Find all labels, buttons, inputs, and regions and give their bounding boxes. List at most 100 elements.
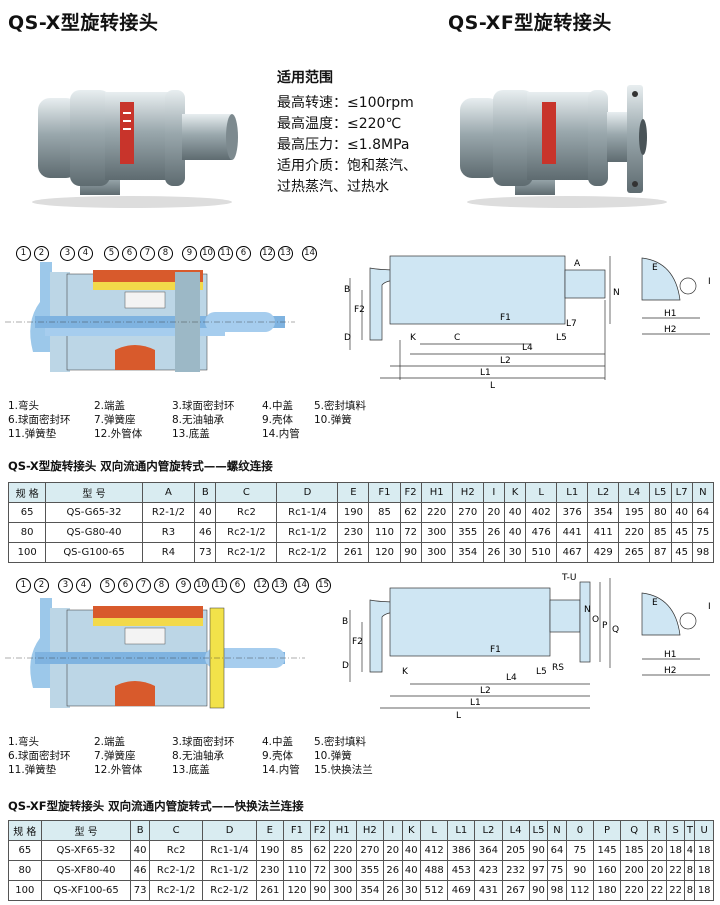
- dim-label: D: [344, 333, 351, 343]
- table-cell: 26: [382, 880, 403, 901]
- dim-label: C: [454, 333, 460, 343]
- legend-item: 11.弹簧垫: [8, 764, 57, 776]
- table-header-cell: L5: [528, 820, 549, 841]
- table-cell: R2-1/2: [141, 502, 196, 523]
- dim-label: L5: [556, 333, 567, 343]
- table-cell: 64: [547, 840, 567, 861]
- specs-heading: 适用范围: [277, 70, 333, 86]
- callout-number: 6: [118, 578, 133, 593]
- table-cell: 120: [368, 542, 401, 563]
- table-header-cell: L: [525, 482, 558, 503]
- callout-number: 1: [16, 246, 31, 261]
- table-header-cell: H2: [355, 820, 384, 841]
- table-cell: 220: [618, 522, 651, 543]
- table-cell: 87: [649, 542, 672, 563]
- table-cell: 354: [587, 502, 620, 523]
- callout-number: 4: [76, 578, 91, 593]
- table-cell: 18: [694, 860, 714, 881]
- dim-label: I: [708, 602, 711, 612]
- table-header-cell: K: [401, 820, 422, 841]
- cross-section-qs-xf: [5, 598, 305, 709]
- callout-number: 10: [200, 246, 215, 261]
- cross-section-qs-x: [5, 262, 295, 372]
- dim-label: O: [592, 615, 599, 625]
- table-header-cell: I: [482, 482, 505, 503]
- table-cell: 45: [670, 522, 693, 543]
- table-cell: 85: [368, 502, 401, 523]
- table-cell: Rc2-1/2: [148, 880, 204, 901]
- table-cell: 75: [691, 522, 715, 543]
- dim-label: L1: [480, 368, 491, 378]
- legend-item: 13.底盖: [172, 428, 210, 440]
- legend-item: 2.端盖: [94, 400, 126, 412]
- table-cell: 20: [482, 502, 505, 523]
- table-cell: 26: [482, 522, 505, 543]
- dim-label: H2: [664, 666, 677, 676]
- table-cell: 62: [310, 840, 330, 861]
- side-view-qs-x: E I H1 H2: [641, 257, 711, 335]
- legend-item: 1.弯头: [8, 400, 40, 412]
- table-cell: QS-XF65-32: [40, 840, 132, 861]
- product-photo-qs-x: [32, 90, 238, 208]
- side-view-qs-xf: E I H1 H2: [641, 592, 711, 676]
- table-cell: 510: [525, 542, 558, 563]
- table-cell: 8: [684, 880, 696, 901]
- table-cell: 98: [547, 880, 567, 901]
- dim-label: Q: [612, 625, 619, 635]
- callout-number: 10: [194, 578, 209, 593]
- table-cell: 512: [420, 880, 449, 901]
- table-cell: 160: [592, 860, 622, 881]
- table-cell: 73: [194, 542, 217, 563]
- table-cell: Rc2-1/2: [148, 860, 204, 881]
- table-cell: 205: [501, 840, 530, 861]
- table-cell: 467: [556, 542, 589, 563]
- table-cell: 8: [684, 860, 696, 881]
- table-header-cell: L4: [501, 820, 530, 841]
- table-cell: 441: [556, 522, 589, 543]
- callout-number: 1: [16, 578, 31, 593]
- table-cell: 185: [620, 840, 649, 861]
- table-cell: Rc2-1/2: [215, 522, 278, 543]
- callout-number: 6: [236, 246, 251, 261]
- table-cell: 190: [255, 840, 284, 861]
- table-header-cell: B: [194, 482, 217, 503]
- dim-label: I: [708, 277, 711, 287]
- specs-block: 适用范围 最高转速：≤100rpm 最高温度：≤220℃ 最高压力：≤1.8MP…: [277, 67, 417, 198]
- table-header-cell: L2: [587, 482, 620, 503]
- table-cell: 20: [647, 840, 667, 861]
- table-cell: 72: [399, 522, 422, 543]
- spec-line: 最高转速：≤100rpm: [277, 95, 414, 111]
- table-cell: 190: [337, 502, 370, 523]
- table-cell: 18: [694, 880, 714, 901]
- table-header-cell: D: [276, 482, 339, 503]
- table-cell: 80: [8, 860, 42, 881]
- legend-item: 4.中盖: [262, 400, 294, 412]
- spec-line: 适用介质：饱和蒸汽、: [277, 158, 417, 174]
- table-header-cell: H1: [420, 482, 453, 503]
- table-cell: Rc2: [148, 840, 204, 861]
- table-cell: 18: [694, 840, 714, 861]
- legend-item: 12.外管体: [94, 764, 143, 776]
- table-cell: 300: [328, 860, 357, 881]
- table-cell: 40: [503, 502, 527, 523]
- dim-label: B: [344, 285, 350, 295]
- table-header-cell: C: [215, 482, 278, 503]
- caption-qs-x: QS-X型旋转接头 双向流通内管旋转式——螺纹连接: [8, 459, 273, 473]
- table-cell: 90: [310, 880, 330, 901]
- callout-number: 6: [230, 578, 245, 593]
- dim-label: L: [490, 381, 495, 391]
- legend-item: 3.球面密封环: [172, 400, 235, 412]
- dim-label: F2: [354, 305, 365, 315]
- table-cell: 261: [255, 880, 284, 901]
- table-cell: 469: [447, 880, 476, 901]
- table-header-cell: U: [694, 820, 714, 841]
- table-header-cell: F1: [368, 482, 401, 503]
- table-cell: 110: [368, 522, 401, 543]
- table-cell: 62: [399, 502, 422, 523]
- table-cell: 22: [665, 860, 686, 881]
- table-cell: 354: [451, 542, 484, 563]
